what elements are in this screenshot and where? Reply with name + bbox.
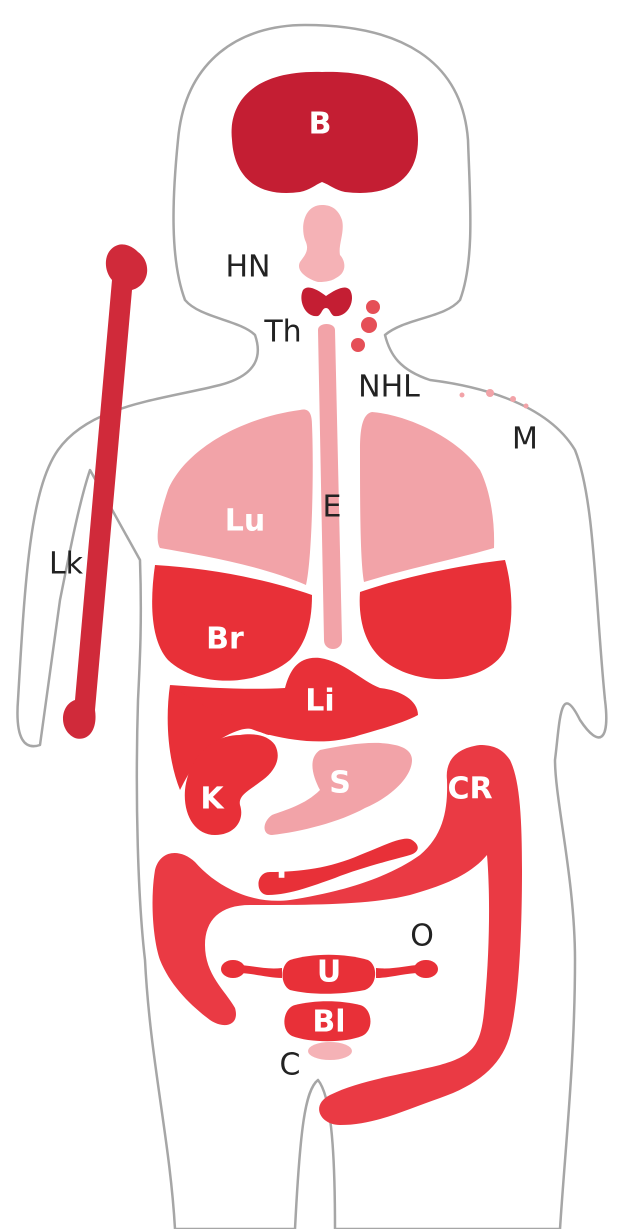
lymph-node-spot	[351, 338, 365, 352]
left-ovary	[221, 960, 245, 978]
melanoma-label: M	[512, 422, 538, 457]
pancreas-label: P	[276, 851, 298, 886]
right-lung	[360, 412, 494, 582]
lymph-nodes	[351, 300, 380, 352]
stomach-label: S	[329, 766, 351, 801]
esophagus-label: E	[323, 490, 342, 525]
esophagus-organ	[318, 324, 342, 649]
thyroid-label: Th	[263, 315, 301, 350]
melanoma-spots	[460, 389, 529, 409]
lymph-node-spot	[361, 317, 377, 333]
lymphoma-label: NHL	[358, 370, 420, 405]
melanoma-spot	[460, 393, 465, 398]
right-fallopian-tube	[376, 965, 420, 978]
brain-label: B	[309, 107, 332, 142]
thyroid-organ	[301, 288, 352, 317]
colorectal-label: CR	[447, 772, 492, 807]
kidney-label: K	[200, 782, 225, 817]
liver-label: Li	[305, 684, 334, 719]
cervix-label: C	[280, 1048, 301, 1083]
melanoma-spot	[524, 404, 529, 409]
ovary-label: O	[410, 919, 434, 954]
lymph-node-spot	[366, 300, 380, 314]
uterus-label: U	[317, 955, 341, 990]
cervix-organ	[308, 1042, 352, 1060]
right-ovary	[414, 960, 438, 978]
head-neck-label: HN	[226, 250, 271, 285]
melanoma-spot	[510, 396, 516, 402]
right-breast	[360, 560, 512, 679]
head-neck-organ	[299, 205, 344, 282]
lung-label: Lu	[225, 504, 265, 539]
leukemia-label: Lk	[49, 547, 84, 582]
left-lung	[158, 410, 313, 585]
leukemia-bone	[63, 244, 147, 738]
bladder-label: Bl	[312, 1005, 345, 1040]
breast-label: Br	[206, 622, 244, 657]
melanoma-spot	[486, 389, 494, 397]
